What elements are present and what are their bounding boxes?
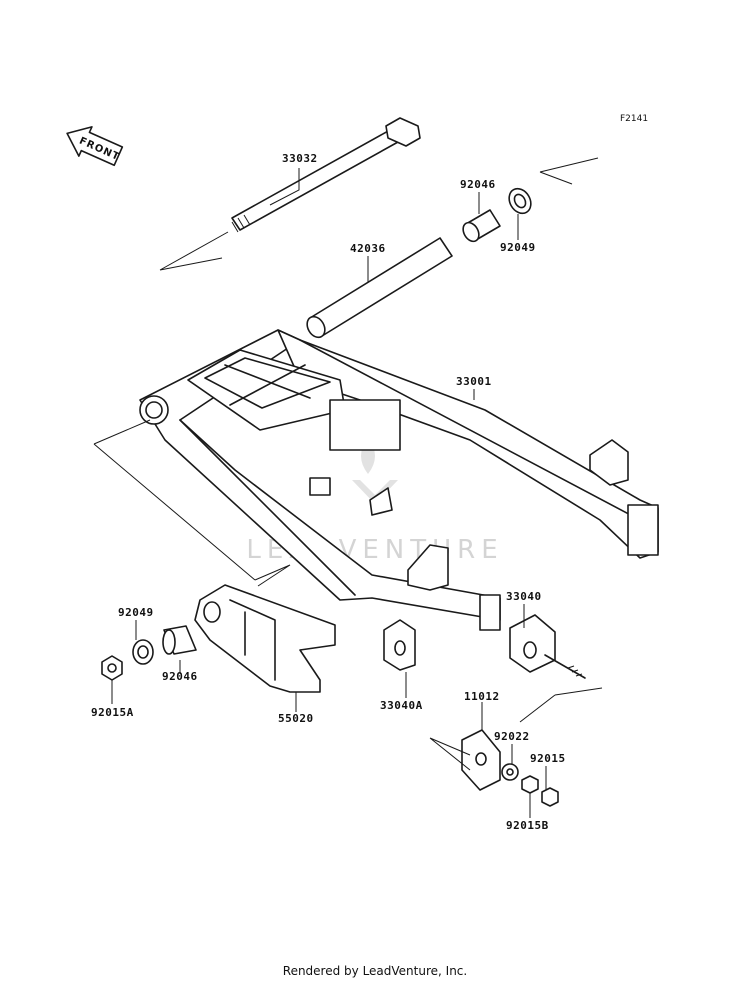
oil-seal-upper — [508, 157, 599, 215]
part-label-92015B: 92015B — [506, 819, 549, 832]
needle-bearing-lower — [162, 625, 197, 655]
nut-92015 — [541, 787, 559, 807]
nut-92015A — [101, 655, 123, 681]
collar — [306, 237, 453, 339]
footer-credit: Rendered by LeadVenture, Inc. — [283, 964, 467, 978]
part-label-33040: 33040 — [506, 590, 542, 603]
figure-code: F2141 — [620, 114, 648, 124]
part-label-92049: 92049 — [500, 241, 536, 254]
leader-lines — [111, 168, 547, 818]
part-label-33040A: 33040A — [380, 699, 423, 712]
part-label-92046-lower: 92046 — [162, 670, 198, 683]
needle-bearing-upper — [462, 209, 501, 243]
part-label-33001: 33001 — [456, 375, 492, 388]
front-arrow-icon: FRONT — [66, 126, 124, 167]
part-label-92015: 92015 — [530, 752, 566, 765]
swingarm — [93, 329, 659, 631]
part-label-92022: 92022 — [494, 730, 530, 743]
adjuster-plate — [383, 619, 416, 671]
part-label-33032: 33032 — [282, 152, 318, 165]
part-label-92049-lower: 92049 — [118, 606, 154, 619]
adjuster-washer-plate — [429, 729, 501, 791]
part-label-55020: 55020 — [278, 712, 314, 725]
oil-seal-lower — [132, 639, 154, 665]
part-label-11012: 11012 — [464, 690, 500, 703]
nut-92015B — [521, 775, 539, 794]
part-labels: 33032 92046 92049 42036 33001 33040 9204… — [91, 152, 566, 832]
washer — [501, 763, 519, 781]
pivot-shaft — [159, 117, 421, 271]
part-label-92015A: 92015A — [91, 706, 134, 719]
chain-slider — [194, 584, 336, 693]
part-label-92046: 92046 — [460, 178, 496, 191]
part-label-42036: 42036 — [350, 242, 386, 255]
chain-adjuster — [509, 614, 603, 723]
